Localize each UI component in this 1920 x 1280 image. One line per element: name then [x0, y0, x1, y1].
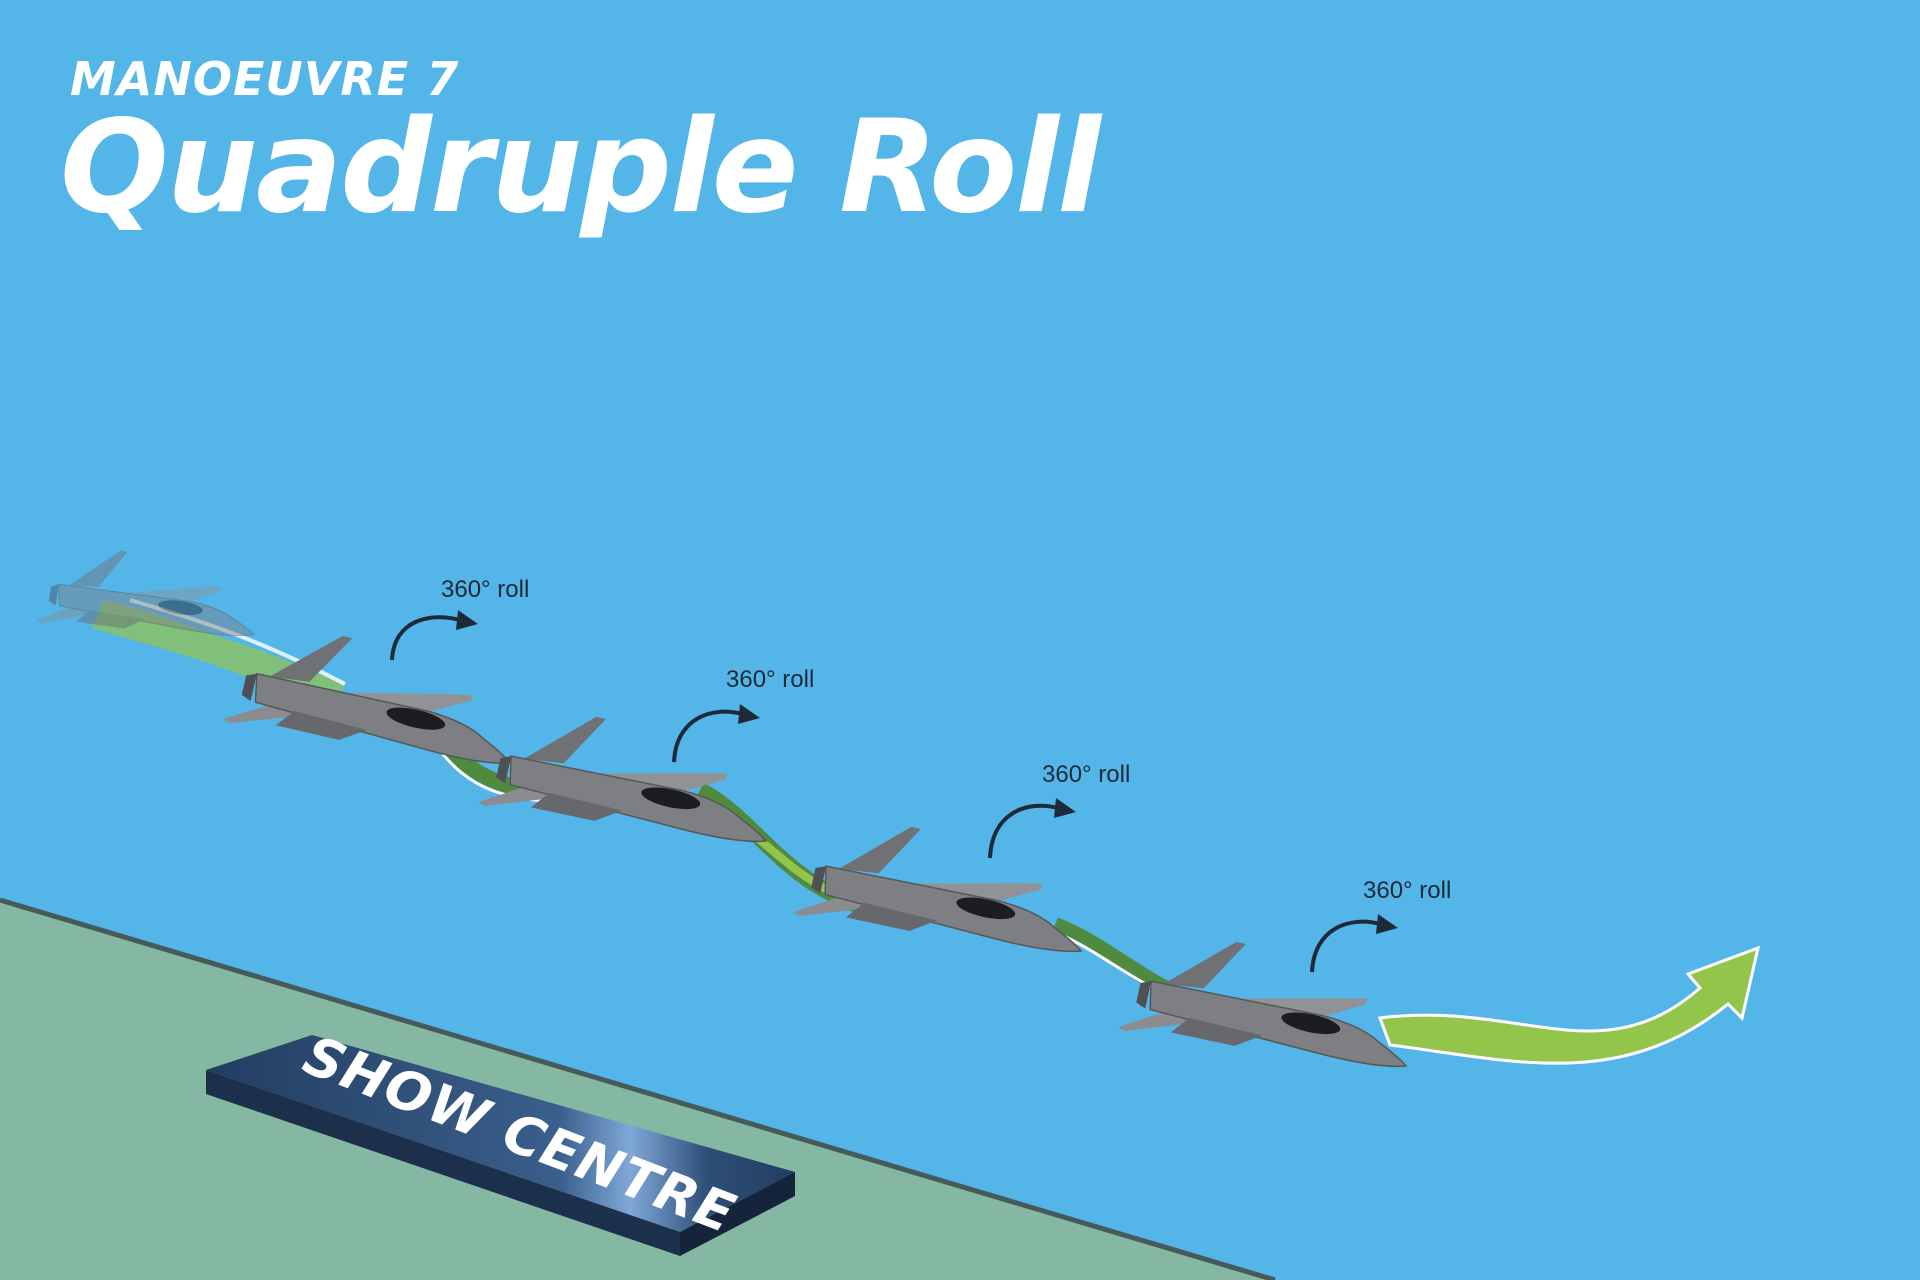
roll-label-3: 360° roll [1042, 761, 1130, 788]
roll-arrow-1 [390, 610, 478, 661]
roll-arrow-4 [1310, 914, 1398, 973]
manoeuvre-title: Quadruple Roll [60, 93, 1101, 242]
exit-arrow [1377, 945, 1761, 1065]
roll-arrow-2 [672, 704, 760, 763]
roll-label-1: 360° roll [441, 576, 529, 603]
roll-label-2: 360° roll [726, 666, 814, 693]
manoeuvre-number: MANOEUVRE 7 [70, 52, 460, 106]
roll-arrow-3 [988, 798, 1076, 859]
roll-label-4: 360° roll [1363, 877, 1451, 904]
ground-edge [0, 897, 1276, 1280]
